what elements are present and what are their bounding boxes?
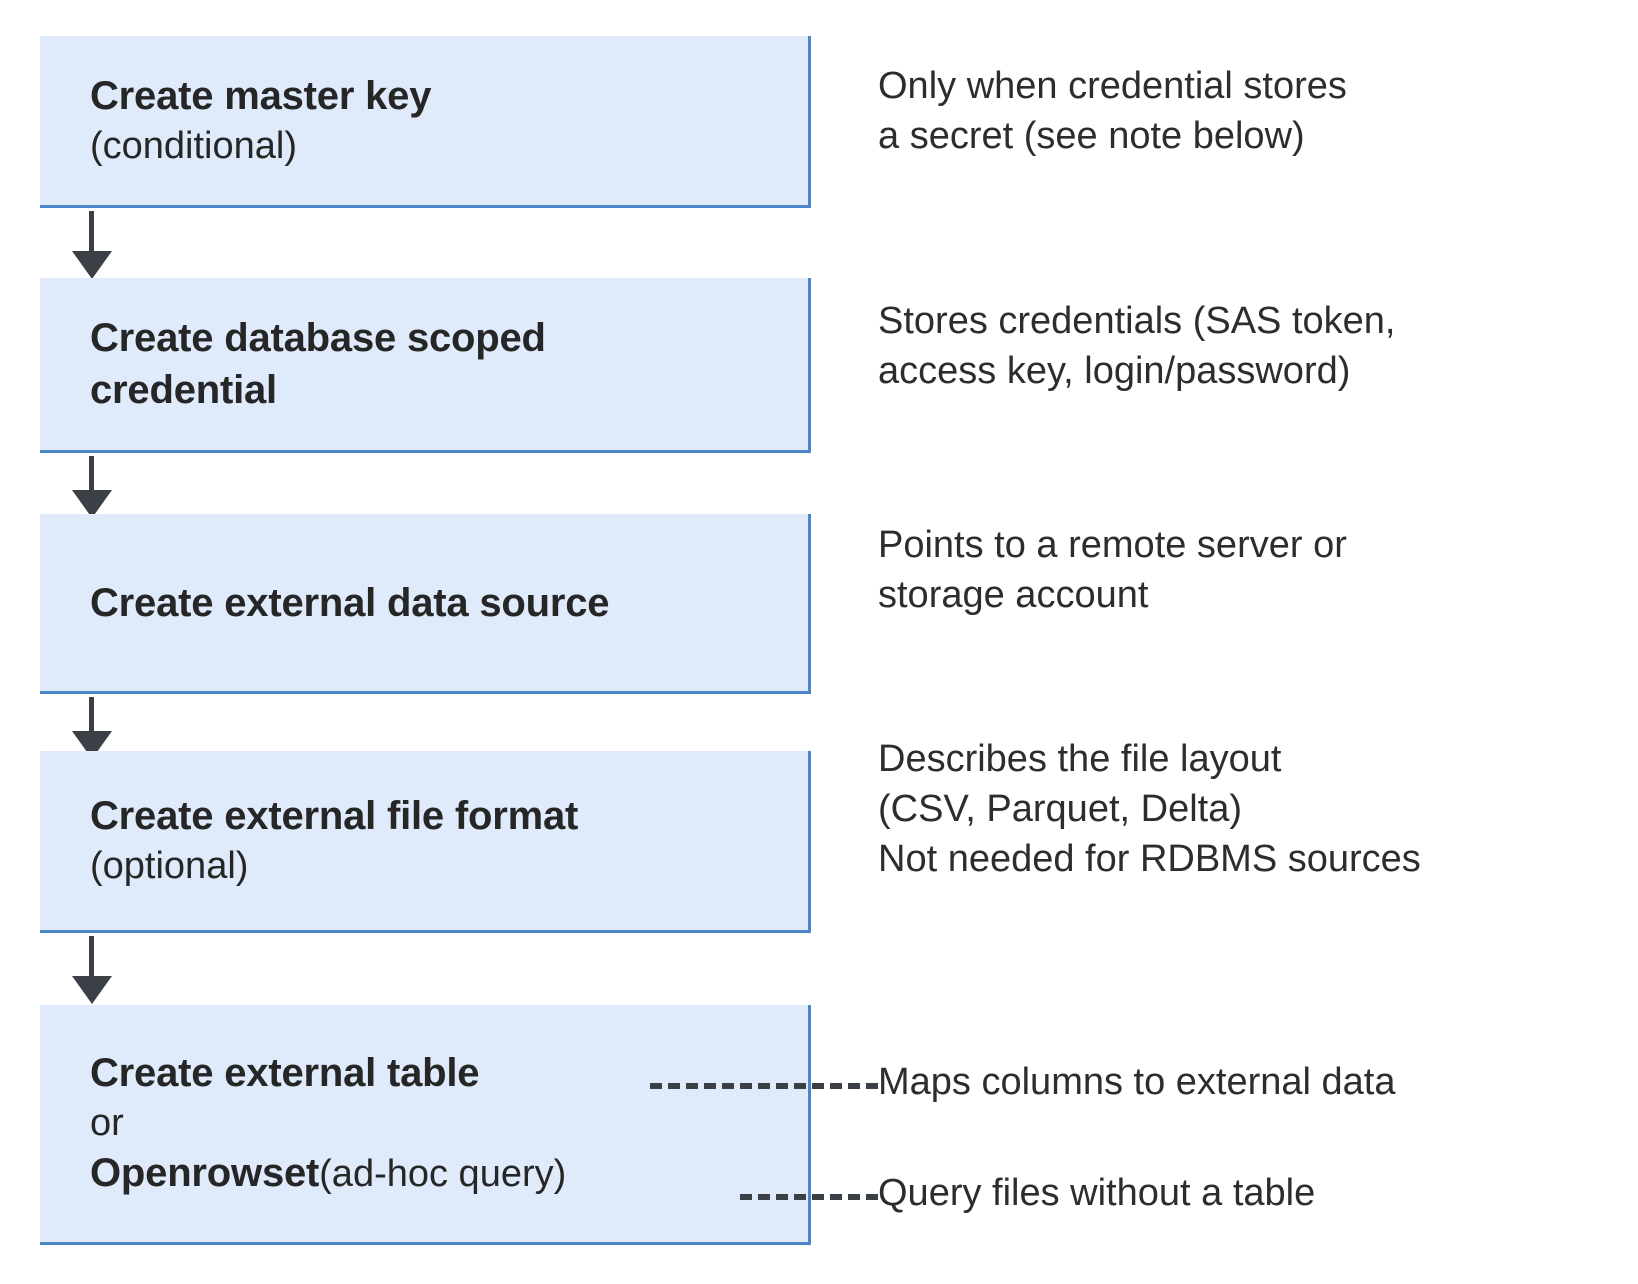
step-title: Create external data source — [90, 580, 610, 625]
arrow-down-icon-2 — [72, 456, 112, 518]
step-box[interactable]: Create master key (conditional) — [40, 36, 811, 208]
step-text: Create database scoped credential — [40, 312, 808, 416]
step-text: Create external table or Openrowset (ad-… — [40, 1048, 808, 1199]
step-box[interactable]: Create external data source — [40, 514, 811, 694]
arrow-down-icon-1 — [72, 211, 112, 279]
step-box[interactable]: Create external table or Openrowset (ad-… — [40, 1005, 811, 1245]
final-option-openrowset: Openrowset (ad-hoc query) — [90, 1148, 808, 1199]
step-note-create-external-data-source: Points to a remote server or storage acc… — [878, 524, 1347, 616]
step-title: Create external table — [90, 1051, 480, 1095]
step-text: Create master key (conditional) — [40, 70, 808, 171]
step-subtitle: (ad-hoc query) — [319, 1152, 567, 1195]
step-subtitle: (optional) — [90, 844, 249, 887]
arrow-down-icon-4 — [72, 936, 112, 1006]
step-text: Create external data source — [40, 577, 808, 629]
final-note-external-table: Maps columns to external data — [878, 1061, 1396, 1103]
flow-step-create-external-data-source: Create external data source — [0, 514, 1638, 694]
step-title: Create external file format — [90, 793, 579, 838]
step-note-create-database-scoped-credential: Stores credentials (SAS token, access ke… — [878, 300, 1396, 392]
flow-step-create-master-key: Create master key (conditional) — [0, 36, 1638, 208]
flow-step-create-database-scoped-credential: Create database scoped credential — [0, 278, 1638, 453]
flow-step-create-external-table-or-openrowset: Create external table or Openrowset (ad-… — [0, 1005, 1638, 1245]
step-title: Create database scoped credential — [90, 316, 546, 412]
step-title: Create master key — [90, 73, 432, 118]
step-box[interactable]: Create database scoped credential — [40, 278, 811, 453]
arrow-down-icon-3 — [72, 697, 112, 759]
dashed-leader-openrowset — [740, 1194, 878, 1200]
dashed-leader-external-table — [650, 1083, 878, 1089]
flow-step-create-external-file-format: Create external file format (optional) — [0, 751, 1638, 933]
step-note-create-master-key: Only when credential stores a secret (se… — [878, 65, 1347, 157]
final-option-external-table: Create external table — [90, 1048, 808, 1099]
step-text: Create external file format (optional) — [40, 790, 808, 891]
step-subtitle: (conditional) — [90, 124, 297, 167]
final-note-openrowset: Query files without a table — [878, 1172, 1316, 1214]
step-box[interactable]: Create external file format (optional) — [40, 751, 811, 933]
step-note-create-external-file-format: Describes the file layout (CSV, Parquet,… — [878, 738, 1421, 880]
step-title: Openrowset — [90, 1150, 320, 1195]
final-option-separator: or — [90, 1102, 124, 1145]
